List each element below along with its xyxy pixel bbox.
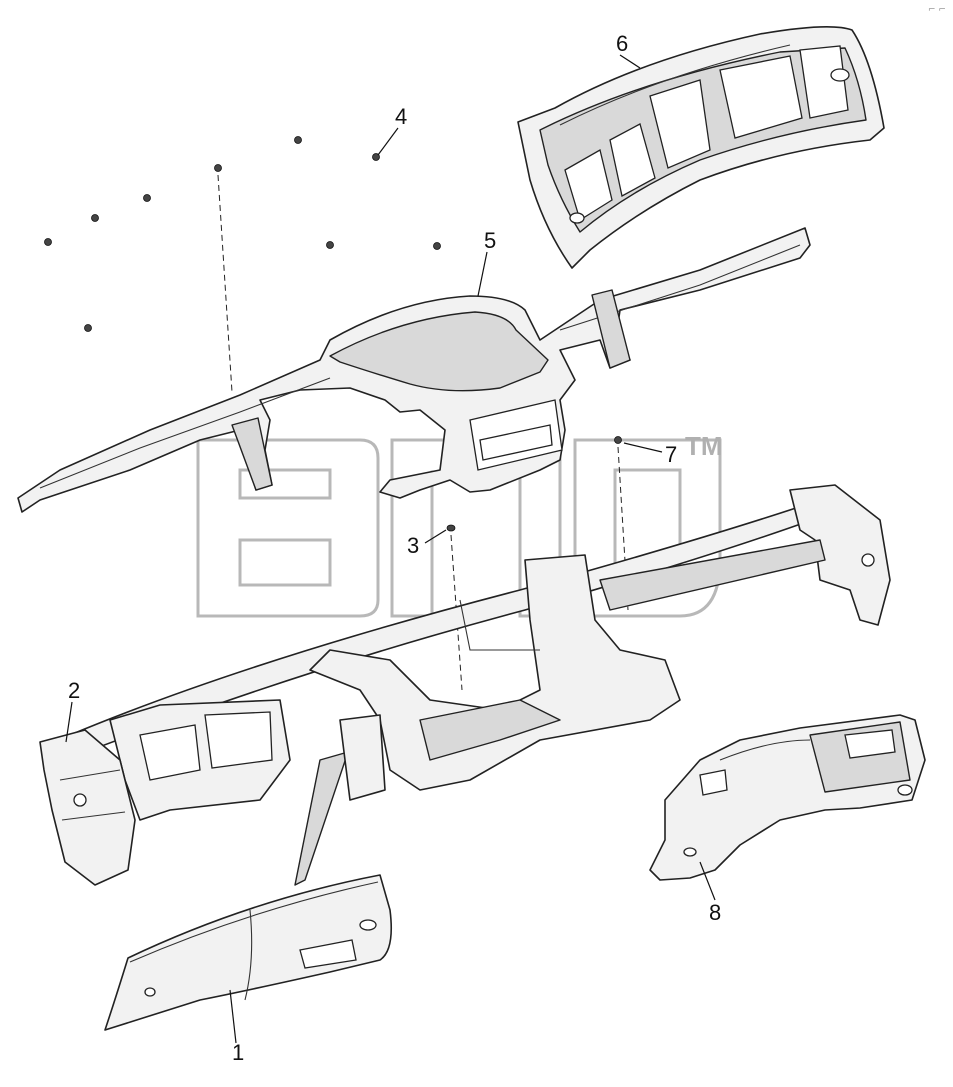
leader-2 — [65, 701, 73, 743]
leader-7 — [623, 442, 663, 453]
part-8-lower-trim-panel — [649, 714, 926, 881]
callout-6: 6 — [616, 31, 628, 56]
leader-6 — [619, 54, 641, 69]
callout-4: 4 — [395, 104, 407, 129]
callout-7: 7 — [665, 442, 677, 467]
part-2-cross-car-beam — [39, 484, 891, 886]
leader-5 — [477, 251, 488, 297]
leader-8 — [699, 861, 716, 901]
leader-4 — [377, 127, 399, 156]
callout-5: 5 — [484, 228, 496, 253]
leader-3 — [424, 529, 447, 544]
part-4-fasteners — [44, 136, 441, 332]
part-5-dash-carrier — [17, 227, 811, 513]
corner-mark: ⌐ ⌐ — [928, 5, 946, 15]
leader-1 — [229, 989, 237, 1044]
part-6-instrument-cluster-bezel — [517, 26, 885, 269]
dashed-alignment-line-3 — [450, 534, 463, 691]
callout-1: 1 — [232, 1040, 244, 1065]
part-3-clip — [446, 524, 456, 532]
part-1-glove-box-panel — [104, 874, 393, 1031]
callout-2: 2 — [68, 678, 80, 703]
dashed-alignment-line-7 — [617, 446, 629, 611]
dashed-alignment-line-4 — [217, 174, 233, 393]
watermark-tm: TM — [685, 431, 723, 461]
part-7-screw — [614, 436, 622, 444]
callout-3: 3 — [407, 533, 419, 558]
callout-8: 8 — [709, 900, 721, 925]
callout-leaders — [65, 54, 716, 1044]
